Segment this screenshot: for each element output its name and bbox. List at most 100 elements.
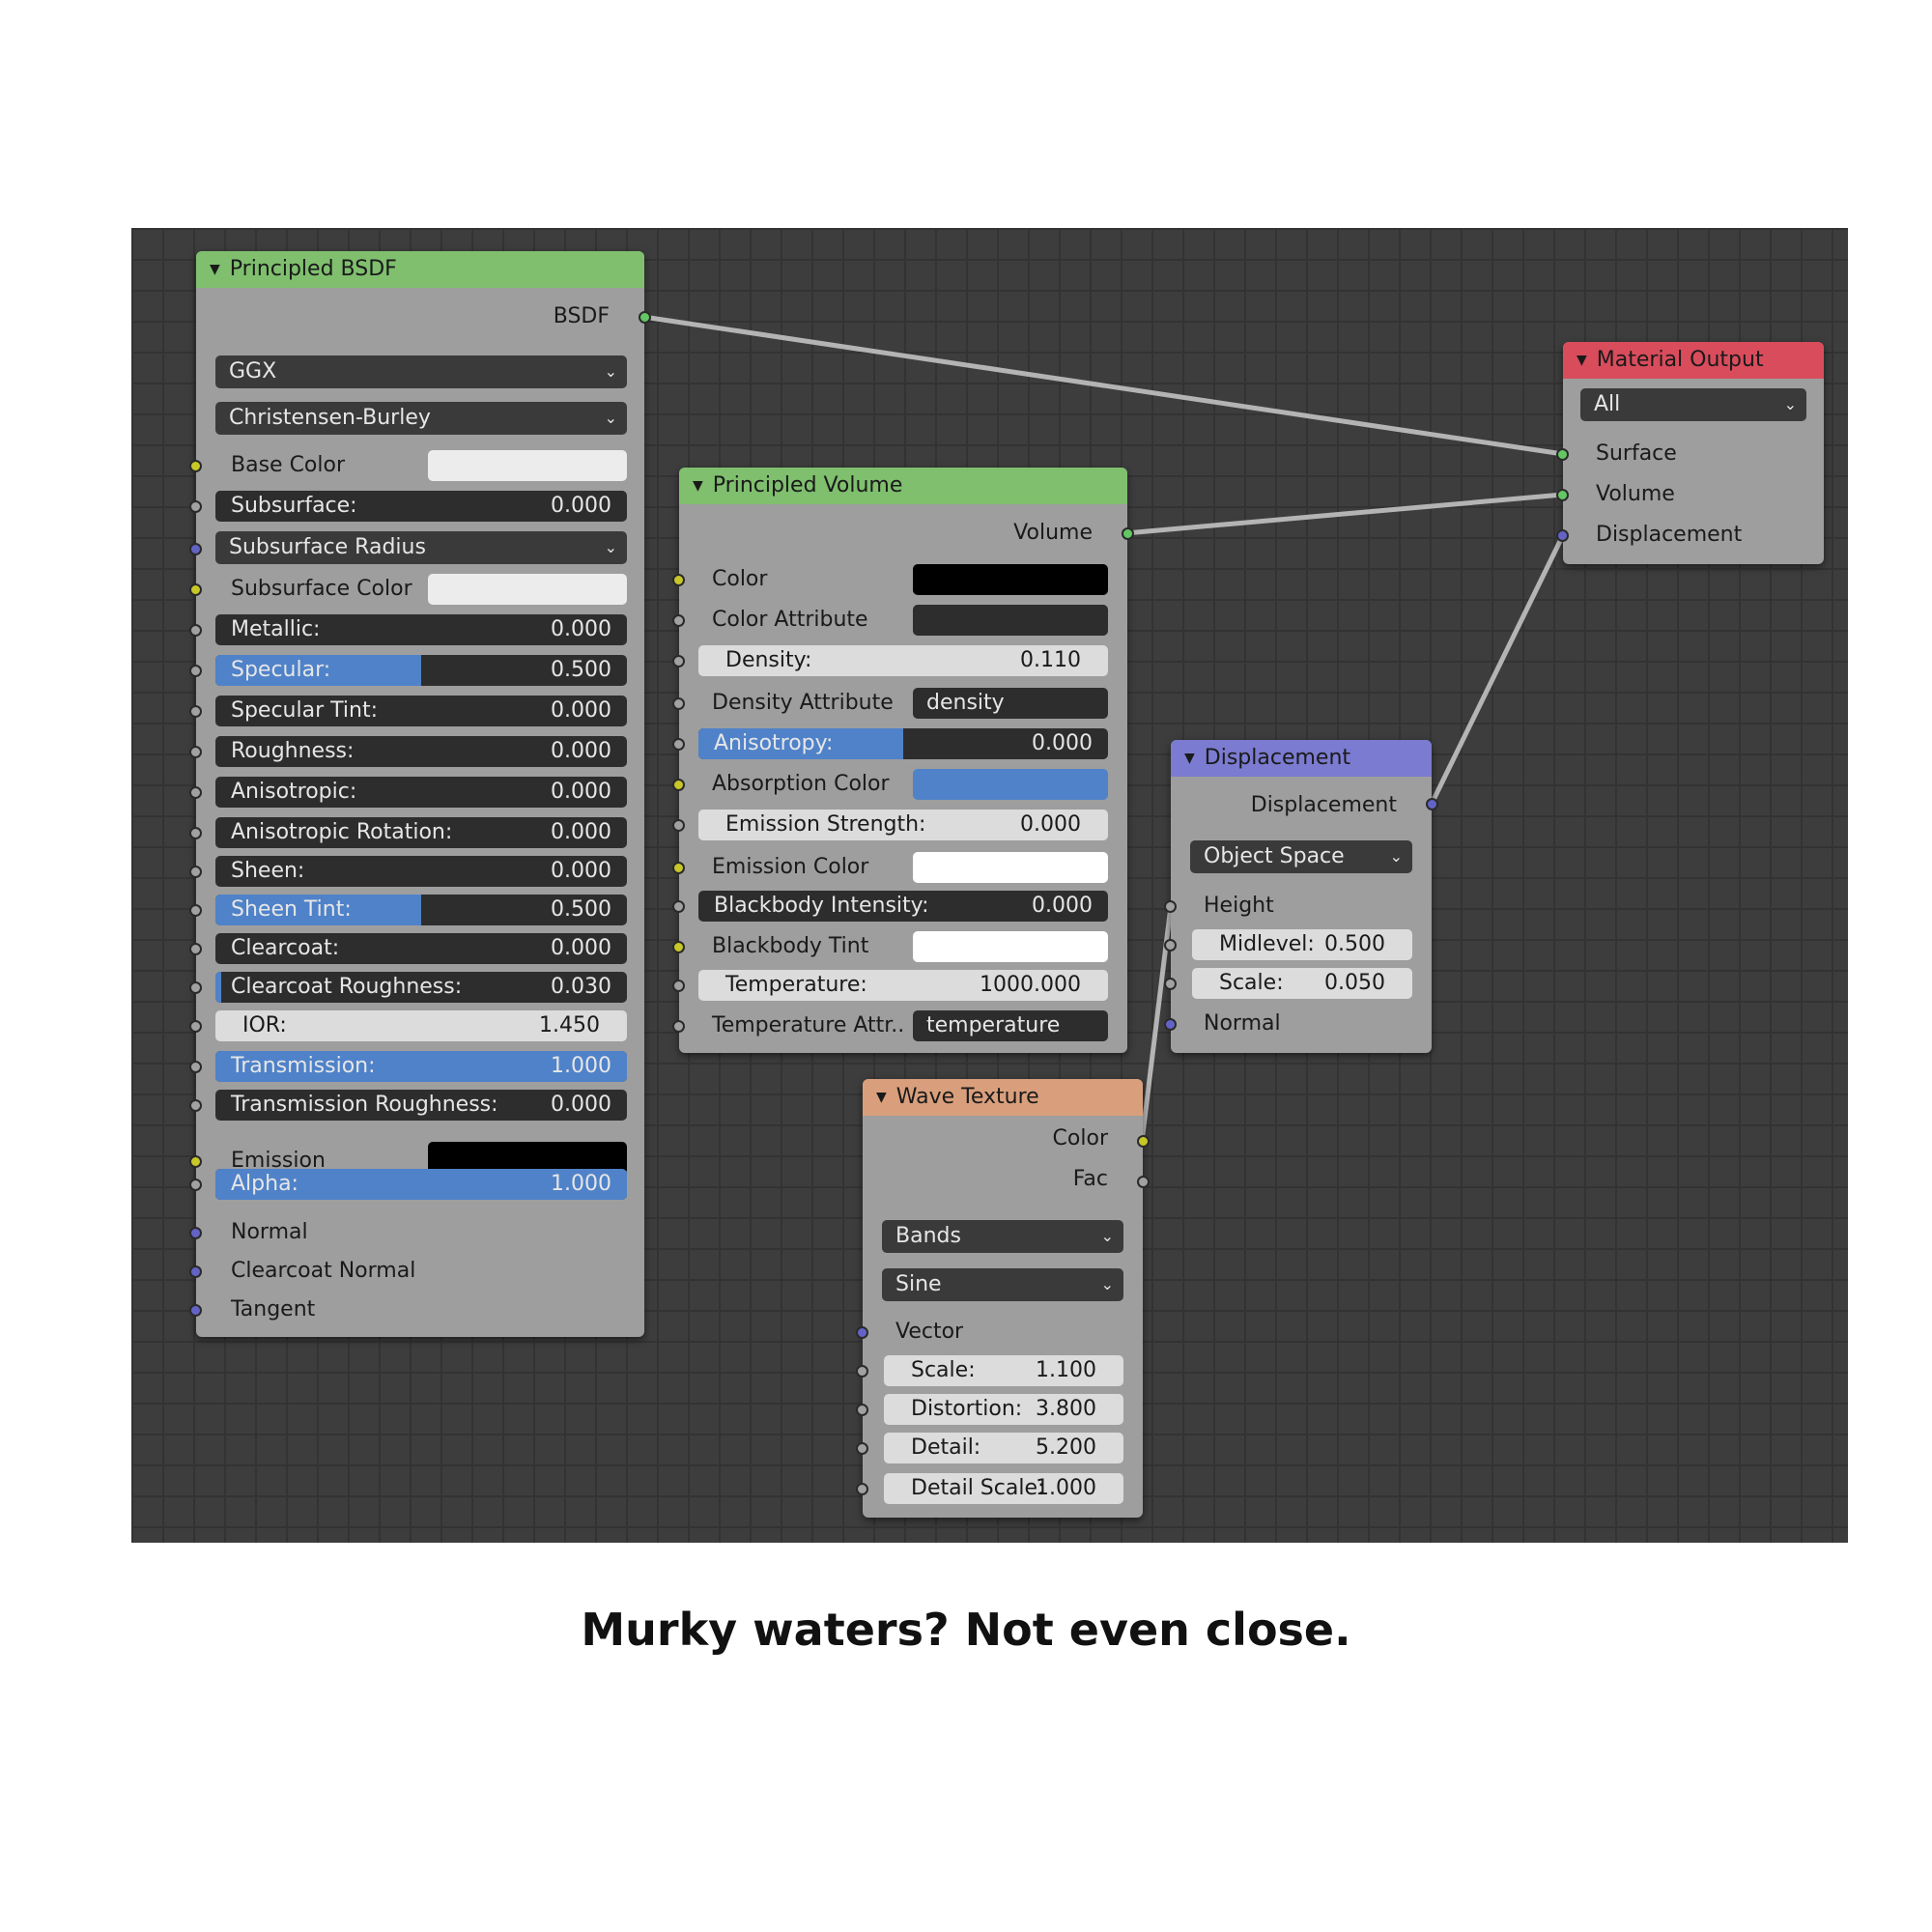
principled-bsdf-node[interactable]: ▼Principled BSDF BSDF GGX⌄ Christensen-B… — [189, 251, 651, 1337]
anisotropic-rotation-field[interactable]: Anisotropic Rotation:0.000 — [215, 817, 627, 848]
distortion-field[interactable]: Distortion: 3.800 — [884, 1394, 1123, 1425]
material-output-header[interactable]: ▼Material Output — [1563, 342, 1824, 379]
tangent-socket[interactable] — [189, 1304, 202, 1317]
surface-input-socket[interactable] — [1556, 448, 1569, 461]
detail-scale-field[interactable]: Detail Scale: 1.000 — [884, 1473, 1123, 1504]
material-output-node[interactable]: ▼Material Output All⌄ Surface Volume Dis… — [1556, 342, 1824, 564]
collapse-triangle-icon[interactable]: ▼ — [1184, 751, 1195, 766]
wave-profile-dropdown[interactable]: Sine⌄ — [882, 1268, 1123, 1301]
temperature-attribute-socket[interactable] — [672, 1020, 685, 1033]
ior-socket[interactable] — [189, 1020, 202, 1033]
fac-output-socket[interactable] — [1137, 1176, 1150, 1188]
clearcoat-field[interactable]: Clearcoat:0.000 — [215, 933, 627, 964]
displacement-output-socket[interactable] — [1426, 798, 1438, 810]
base-color-socket[interactable] — [189, 460, 202, 472]
metallic-socket[interactable] — [189, 624, 202, 637]
subsurface-radius-socket[interactable] — [189, 543, 202, 555]
midlevel-socket[interactable] — [1164, 939, 1177, 952]
scale-socket[interactable] — [856, 1365, 868, 1378]
sheen-field[interactable]: Sheen:0.000 — [215, 856, 627, 887]
detail-socket[interactable] — [856, 1442, 868, 1455]
clearcoat-roughness-socket[interactable] — [189, 981, 202, 994]
alpha-socket[interactable] — [189, 1179, 202, 1191]
temperature-field[interactable]: Temperature: 1000.000 — [698, 970, 1108, 1001]
space-dropdown[interactable]: Object Space⌄ — [1190, 840, 1412, 873]
temperature-socket[interactable] — [672, 980, 685, 992]
metallic-field[interactable]: Metallic:0.000 — [215, 614, 627, 645]
clearcoat-socket[interactable] — [189, 943, 202, 955]
absorption-color-swatch[interactable] — [913, 769, 1108, 800]
subsurface-color-swatch[interactable] — [428, 574, 627, 605]
subsurface-radius-dropdown[interactable]: Subsurface Radius⌄ — [215, 531, 627, 564]
collapse-triangle-icon[interactable]: ▼ — [693, 478, 703, 494]
color-attribute-socket[interactable] — [672, 614, 685, 627]
midlevel-field[interactable]: Midlevel: 0.500 — [1192, 929, 1412, 960]
color-attribute-input[interactable] — [913, 605, 1108, 636]
volume-output-socket[interactable] — [1122, 527, 1134, 540]
wave-type-dropdown[interactable]: Bands⌄ — [882, 1220, 1123, 1253]
roughness-socket[interactable] — [189, 746, 202, 758]
color-output-socket[interactable] — [1137, 1135, 1150, 1148]
subsurface-socket[interactable] — [189, 500, 202, 513]
transmission-socket[interactable] — [189, 1061, 202, 1073]
emission-strength-socket[interactable] — [672, 819, 685, 832]
volume-input-socket[interactable] — [1556, 489, 1569, 501]
principled-bsdf-header[interactable]: ▼Principled BSDF — [196, 251, 644, 288]
collapse-triangle-icon[interactable]: ▼ — [876, 1090, 887, 1105]
absorption-color-socket[interactable] — [672, 779, 685, 791]
principled-volume-header[interactable]: ▼Principled Volume — [679, 468, 1127, 504]
scale-field[interactable]: Scale: 0.050 — [1192, 968, 1412, 999]
normal-socket[interactable] — [1164, 1018, 1177, 1031]
transmission-field[interactable]: Transmission:1.000 — [215, 1051, 627, 1082]
height-socket[interactable] — [1164, 900, 1177, 913]
subsurface-method-dropdown[interactable]: Christensen-Burley⌄ — [215, 402, 627, 435]
target-dropdown[interactable]: All⌄ — [1580, 388, 1806, 421]
displacement-input-socket[interactable] — [1556, 529, 1569, 542]
collapse-triangle-icon[interactable]: ▼ — [1577, 353, 1587, 368]
collapse-triangle-icon[interactable]: ▼ — [210, 262, 220, 277]
blackbody-tint-swatch[interactable] — [913, 931, 1108, 962]
transmission-roughness-field[interactable]: Transmission Roughness:0.000 — [215, 1090, 627, 1121]
displacement-node[interactable]: ▼Displacement Displacement Object Space⌄… — [1164, 740, 1438, 1053]
color-socket[interactable] — [672, 574, 685, 586]
sheen-socket[interactable] — [189, 866, 202, 878]
sheen-tint-field[interactable]: Sheen Tint:0.500 — [215, 895, 627, 925]
displacement-header[interactable]: ▼Displacement — [1171, 740, 1432, 777]
anisotropy-field[interactable]: Anisotropy: 0.000 — [698, 728, 1108, 759]
blackbody-tint-socket[interactable] — [672, 941, 685, 953]
specular-tint-socket[interactable] — [189, 705, 202, 718]
distortion-socket[interactable] — [856, 1404, 868, 1416]
scale-socket[interactable] — [1164, 978, 1177, 990]
vector-socket[interactable] — [856, 1326, 868, 1339]
clearcoat-normal-socket[interactable] — [189, 1265, 202, 1278]
ior-field[interactable]: IOR:1.450 — [215, 1010, 627, 1041]
blackbody-intensity-socket[interactable] — [672, 900, 685, 913]
specular-tint-field[interactable]: Specular Tint:0.000 — [215, 696, 627, 726]
color-swatch[interactable] — [913, 564, 1108, 595]
emission-socket[interactable] — [189, 1155, 202, 1168]
wave-texture-header[interactable]: ▼Wave Texture — [863, 1079, 1143, 1116]
transmission-roughness-socket[interactable] — [189, 1099, 202, 1112]
emission-strength-field[interactable]: Emission Strength: 0.000 — [698, 810, 1108, 840]
detail-field[interactable]: Detail: 5.200 — [884, 1433, 1123, 1463]
specular-socket[interactable] — [189, 665, 202, 677]
scale-field[interactable]: Scale: 1.100 — [884, 1355, 1123, 1386]
roughness-field[interactable]: Roughness:0.000 — [215, 736, 627, 767]
principled-volume-node[interactable]: ▼Principled Volume Volume Color Color At… — [672, 468, 1134, 1053]
density-attribute-socket[interactable] — [672, 697, 685, 710]
clearcoat-roughness-field[interactable]: Clearcoat Roughness:0.030 — [215, 972, 627, 1003]
sheen-tint-socket[interactable] — [189, 904, 202, 917]
anisotropic-socket[interactable] — [189, 786, 202, 799]
anisotropy-socket[interactable] — [672, 738, 685, 751]
emission-color-swatch[interactable] — [913, 852, 1108, 883]
normal-socket[interactable] — [189, 1227, 202, 1239]
bsdf-output-socket[interactable] — [639, 311, 651, 324]
specular-field[interactable]: Specular:0.500 — [215, 655, 627, 686]
temperature-attribute-input[interactable]: temperature — [913, 1010, 1108, 1041]
anisotropic-field[interactable]: Anisotropic:0.000 — [215, 777, 627, 808]
alpha-field[interactable]: Alpha:1.000 — [215, 1169, 627, 1200]
subsurface-color-socket[interactable] — [189, 583, 202, 596]
blackbody-intensity-field[interactable]: Blackbody Intensity: 0.000 — [698, 891, 1108, 922]
density-field[interactable]: Density: 0.110 — [698, 645, 1108, 676]
distribution-dropdown[interactable]: GGX⌄ — [215, 355, 627, 388]
